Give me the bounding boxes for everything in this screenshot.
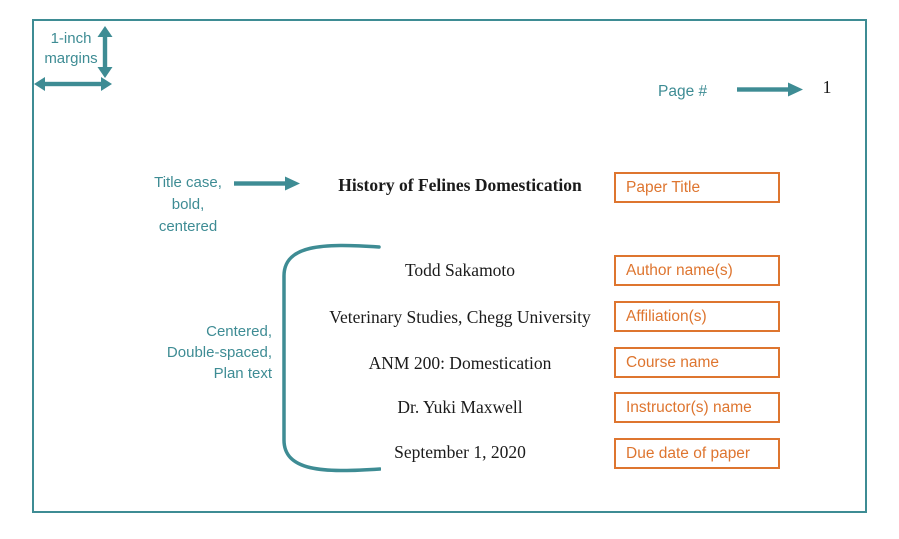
title-arrow-icon (234, 176, 300, 191)
margins-vertical-arrow-icon (97, 26, 113, 78)
label-course-name: Course name (614, 347, 780, 378)
label-affiliation: Affiliation(s) (614, 301, 780, 332)
paper-line-due-date: September 1, 2020 (394, 442, 526, 462)
page-number-label: Page # (658, 83, 708, 100)
label-author-name: Author name(s) (614, 255, 780, 286)
paper-line-instructor: Dr. Yuki Maxwell (397, 397, 523, 417)
page-number: 1 (822, 77, 832, 97)
margins-horizontal-arrow-icon (34, 77, 112, 91)
margins-note: 1-inch margins (44, 30, 98, 67)
paper-line-author: Todd Sakamoto (404, 260, 516, 280)
label-due-date: Due date of paper (614, 438, 780, 469)
label-paper-title: Paper Title (614, 172, 780, 203)
title-format-note: Title case, bold, centered (154, 174, 222, 235)
paper-line-course: ANM 200: Domestication (368, 353, 552, 373)
bracket-icon (282, 243, 381, 473)
label-instructor-name: Instructor(s) name (614, 392, 780, 423)
paper-line-affiliation: Veterinary Studies, Chegg University (329, 307, 591, 327)
page-arrow-icon (737, 82, 803, 97)
paper-title: History of Felines Domestication (338, 175, 582, 195)
body-format-note: Centered, Double-spaced, Plan text (166, 323, 272, 382)
